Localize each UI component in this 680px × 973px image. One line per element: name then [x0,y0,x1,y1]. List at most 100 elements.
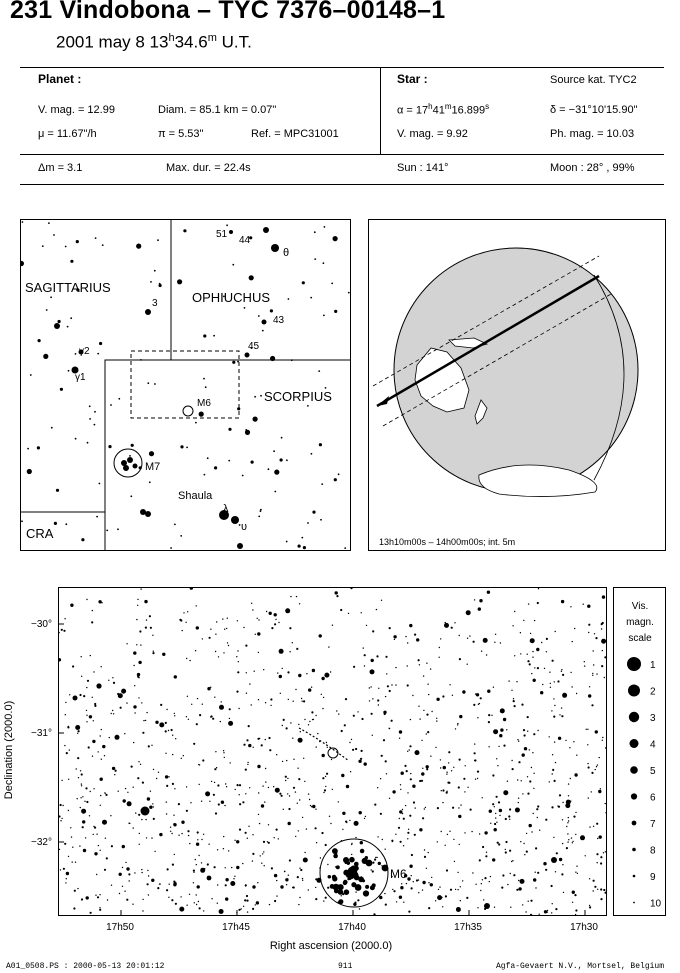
star [136,618,138,621]
scale-title: magn. [626,617,654,628]
star [95,894,97,896]
star [575,692,578,695]
star [529,780,532,783]
star [236,840,240,844]
star [469,635,471,637]
star [292,886,295,889]
star [498,843,501,846]
star [597,837,599,840]
star [65,752,68,755]
star [70,836,73,838]
star [64,744,66,747]
star [186,657,188,660]
star [237,650,239,652]
star [206,863,209,866]
star [454,728,457,730]
star [412,801,416,804]
star [253,885,255,888]
star [395,833,397,835]
star [290,722,292,724]
star [405,770,408,773]
star [245,894,249,898]
star [232,263,235,266]
scale-dot [630,766,638,774]
star [601,595,606,599]
star [170,728,173,732]
star [196,885,200,889]
star [588,904,591,907]
star [254,395,256,398]
star [543,910,548,914]
star [426,713,429,716]
scale-label: 10 [650,899,662,910]
star [600,623,603,626]
star [110,845,113,848]
star [181,832,183,835]
star [320,518,322,521]
star [167,729,170,732]
star [523,747,528,751]
star [437,888,440,891]
star [222,618,224,620]
star [521,753,525,757]
star [169,826,172,828]
divider-top [20,67,664,68]
star [511,768,514,771]
star [472,872,474,874]
star [264,702,267,704]
star [588,878,591,880]
star [493,729,499,735]
star [505,840,508,844]
star [292,786,296,789]
star [277,672,279,674]
star [384,695,387,698]
star [282,718,285,721]
star [217,656,220,658]
star [539,829,541,831]
star [152,806,155,808]
star [401,808,404,811]
star [525,832,528,835]
star [72,846,74,848]
star [278,648,284,654]
star [201,703,203,705]
star [220,701,222,703]
star [360,749,363,752]
star [79,845,81,847]
star [393,638,396,641]
star [434,900,437,902]
star [270,355,276,362]
star [469,808,472,811]
bright-star [71,366,79,374]
star [317,732,319,735]
star [314,258,317,260]
star [375,608,378,611]
star [422,817,425,820]
star [141,868,143,871]
star [222,750,225,752]
star [493,806,495,808]
planet-parallax: π = 5.53" [158,128,204,140]
star [72,665,75,668]
star [558,857,563,862]
star [237,661,239,663]
star [127,791,129,793]
star [530,766,533,769]
star [442,695,445,698]
cluster-star [354,884,362,891]
star [446,773,448,775]
star [388,627,391,630]
star [314,827,317,830]
star [381,838,383,841]
star [399,784,402,786]
star [601,638,606,644]
star [94,410,96,413]
star [94,826,97,829]
scale-dot [628,684,640,697]
star [525,911,527,913]
star [258,619,260,621]
star [141,702,143,704]
label-m7: M7 [145,461,160,473]
star [360,612,362,614]
bright-star [123,465,129,471]
